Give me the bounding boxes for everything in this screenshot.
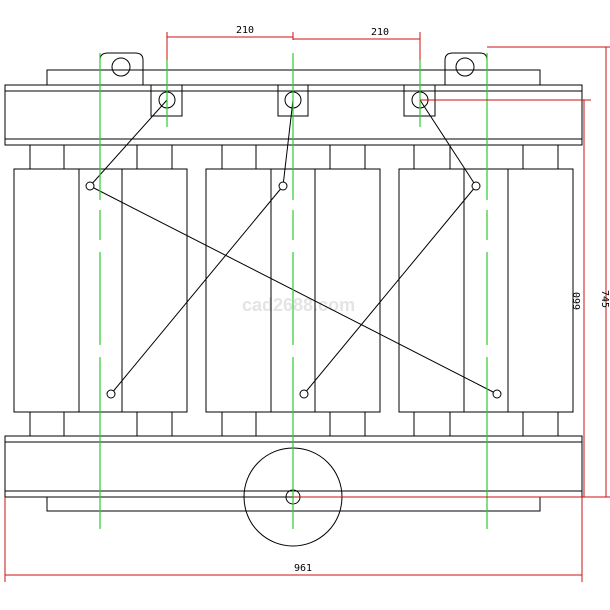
dim-961: 961	[294, 563, 312, 574]
dim-745: 745	[599, 290, 610, 308]
dim-210-left: 210	[236, 25, 254, 36]
dim-660: 660	[572, 292, 583, 310]
dimension-lines	[4, 32, 610, 582]
dim-210-right: 210	[371, 27, 389, 38]
centerlines	[99, 53, 488, 529]
lug-hole-left	[111, 57, 131, 77]
spacer-blocks-bottom	[29, 412, 559, 436]
spacer-blocks-top	[29, 145, 559, 169]
connection-leads	[85, 99, 502, 399]
lug-hole-right	[455, 57, 475, 77]
watermark: cad2688.com	[242, 295, 355, 315]
coil-phase-c	[398, 168, 574, 413]
